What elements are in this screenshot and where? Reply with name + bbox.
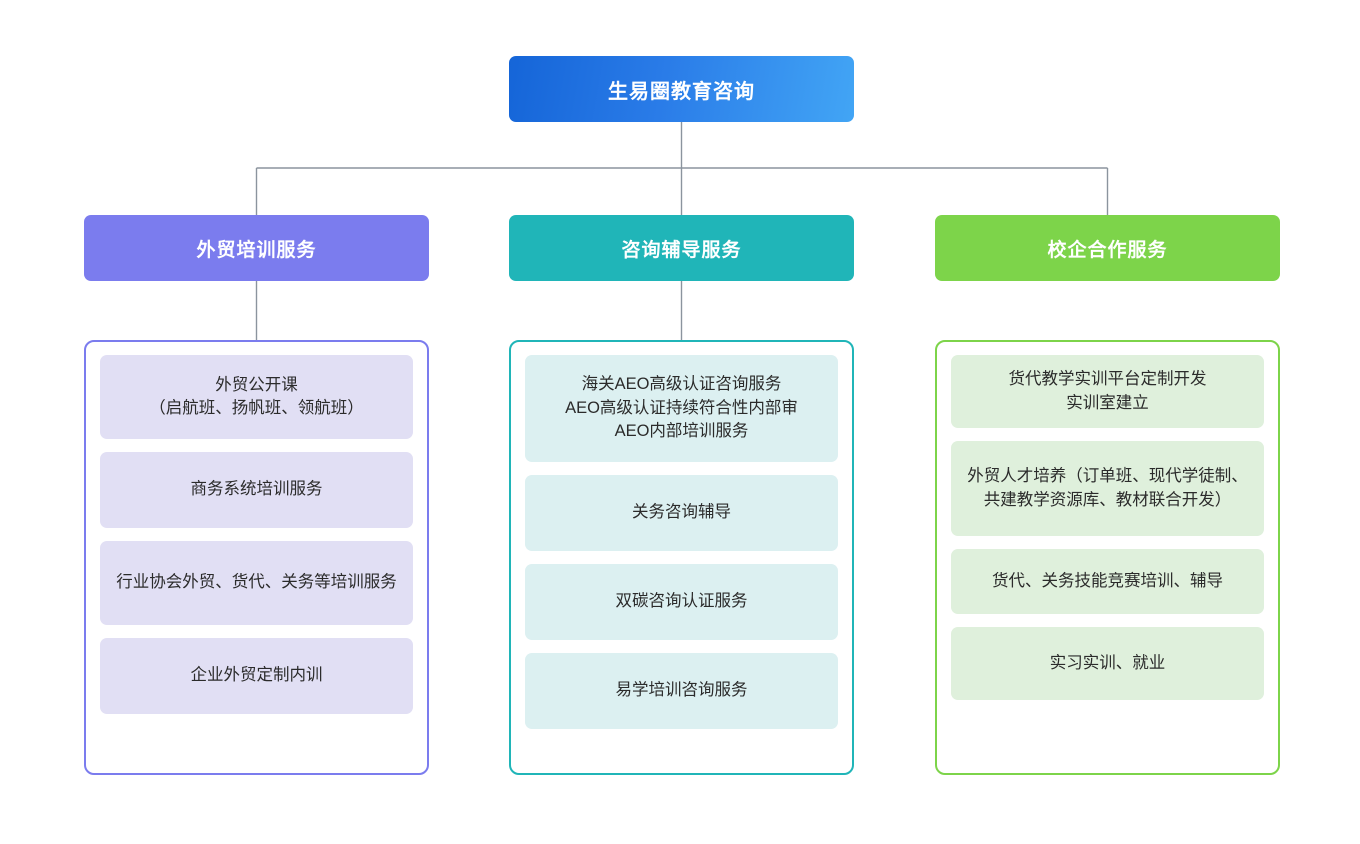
branch-column-2: 咨询辅导服务 海关AEO高级认证咨询服务 AEO高级认证持续符合性内部审 AEO… [509,215,854,775]
branch-body-2: 海关AEO高级认证咨询服务 AEO高级认证持续符合性内部审 AEO内部培训服务 … [509,340,854,775]
branch-column-1: 外贸培训服务 外贸公开课 （启航班、扬帆班、领航班） 商务系统培训服务 行业协会… [84,215,429,775]
branch-header-2-label: 咨询辅导服务 [621,239,742,261]
branch-header-1-label: 外贸培训服务 [196,239,317,261]
service-card[interactable]: 海关AEO高级认证咨询服务 AEO高级认证持续符合性内部审 AEO内部培训服务 [525,355,838,462]
branch-header-3-label: 校企合作服务 [1047,239,1168,261]
service-card[interactable]: 外贸人才培养（订单班、现代学徒制、共建教学资源库、教材联合开发） [951,441,1264,536]
branch-body-1: 外贸公开课 （启航班、扬帆班、领航班） 商务系统培训服务 行业协会外贸、货代、关… [84,340,429,775]
service-card[interactable]: 企业外贸定制内训 [100,638,413,714]
root-node-label: 生易圈教育咨询 [608,80,755,103]
service-card[interactable]: 双碳咨询认证服务 [525,564,838,640]
service-card[interactable]: 商务系统培训服务 [100,452,413,528]
branch-column-3: 校企合作服务 货代教学实训平台定制开发 实训室建立 外贸人才培养（订单班、现代学… [935,215,1280,775]
branch-header-3[interactable]: 校企合作服务 [935,215,1280,281]
service-card[interactable]: 行业协会外贸、货代、关务等培训服务 [100,541,413,625]
service-card[interactable]: 货代教学实训平台定制开发 实训室建立 [951,355,1264,428]
branch-header-2[interactable]: 咨询辅导服务 [509,215,854,281]
service-card[interactable]: 关务咨询辅导 [525,475,838,551]
service-card[interactable]: 易学培训咨询服务 [525,653,838,729]
service-card[interactable]: 外贸公开课 （启航班、扬帆班、领航班） [100,355,413,439]
service-card[interactable]: 实习实训、就业 [951,627,1264,700]
branch-body-3: 货代教学实训平台定制开发 实训室建立 外贸人才培养（订单班、现代学徒制、共建教学… [935,340,1280,775]
branch-header-1[interactable]: 外贸培训服务 [84,215,429,281]
service-card[interactable]: 货代、关务技能竞赛培训、辅导 [951,549,1264,614]
root-node[interactable]: 生易圈教育咨询 [509,56,854,122]
